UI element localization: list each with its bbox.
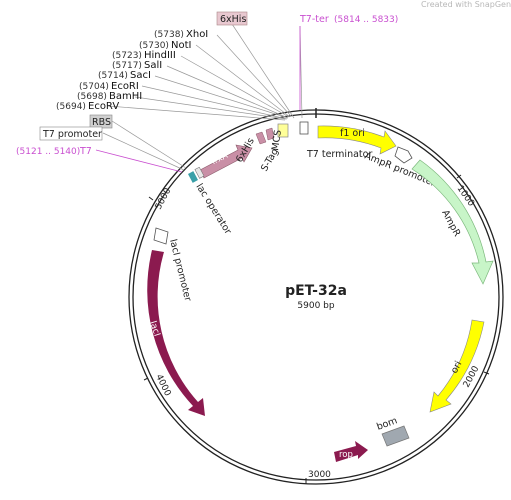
ori-label: ori <box>449 359 465 375</box>
site-coord-sali: (5717) <box>112 61 142 71</box>
rop-label: rop <box>339 450 353 460</box>
trxa-arrow <box>199 144 253 179</box>
rbs-box <box>194 166 205 179</box>
bom-box <box>381 425 410 447</box>
t7-label: T7 <box>79 146 92 157</box>
laci-promoter-box <box>153 227 169 245</box>
plasmid-size: 5900 bp <box>297 301 334 311</box>
tick-3000: 3000 <box>308 470 331 480</box>
site-coord-noti: (5730) <box>139 41 169 51</box>
site-name-bamhi: BamHI <box>109 91 142 102</box>
lac-operator-label: lac operator <box>193 182 233 237</box>
rbs-label: RBS <box>92 117 111 128</box>
site-coord-saci: (5714) <box>98 71 128 81</box>
mcs-label: MCS <box>270 129 284 151</box>
his-tag-box <box>216 11 248 26</box>
site-name-ecorv: EcoRV <box>88 101 119 112</box>
laci-arrow <box>147 250 205 416</box>
ori-arrow <box>429 319 485 413</box>
t7-range: (5121 .. 5140) <box>16 147 80 157</box>
site-name-hindiii: HindIII <box>144 50 176 61</box>
his-tag-label: 6xHis <box>220 14 246 25</box>
tick-2000-mark <box>483 371 490 375</box>
site-coord-ecorv: (5694) <box>56 102 86 112</box>
t7-ter-label: T7-ter <box>299 14 329 25</box>
t7-promoter-box <box>39 126 103 141</box>
t7-promoter-label: T7 promoter <box>42 129 102 140</box>
site-name-sali: SalI <box>144 60 162 71</box>
f1-ori-label: f1 ori <box>340 128 365 139</box>
site-coord-hindiii: (5723) <box>112 51 142 61</box>
site-coord-xhoi: (5738) <box>154 30 184 40</box>
lac-operator-box <box>188 171 198 183</box>
t7-terminator-label: T7 terminator <box>306 149 372 160</box>
rop-arrow <box>334 441 368 462</box>
ampr-promoter-arrow <box>394 146 413 164</box>
tick-5000-mark <box>148 196 154 201</box>
his-arrow <box>255 131 267 145</box>
t7-terminator-box <box>299 121 309 135</box>
site-coord-bamhi: (5698) <box>77 92 107 102</box>
tick-1000-mark <box>456 174 462 179</box>
site-name-xhoi: XhoI <box>186 29 208 40</box>
tick-4000-mark <box>143 377 149 381</box>
site-coord-ecori: (5704) <box>79 82 109 92</box>
stag-arrow <box>265 127 275 141</box>
site-name-ecori: EcoRI <box>111 81 139 92</box>
t7-leader <box>95 149 183 173</box>
t7-ter-range: (5814 .. 5833) <box>334 15 398 25</box>
laci-label: lacI <box>147 320 161 338</box>
snapgene-watermark: Created with SnapGene® <box>421 0 511 9</box>
f1-ori-arrow <box>317 125 397 155</box>
ampr-arrow <box>411 159 494 285</box>
plasmid-name: pET-32a <box>285 283 347 299</box>
site-name-saci: SacI <box>130 70 151 81</box>
site-name-noti: NotI <box>171 40 191 51</box>
site-leader-lines <box>102 23 303 171</box>
mcs-box <box>277 123 289 138</box>
laci-promoter-label: lacI promoter <box>167 238 193 302</box>
